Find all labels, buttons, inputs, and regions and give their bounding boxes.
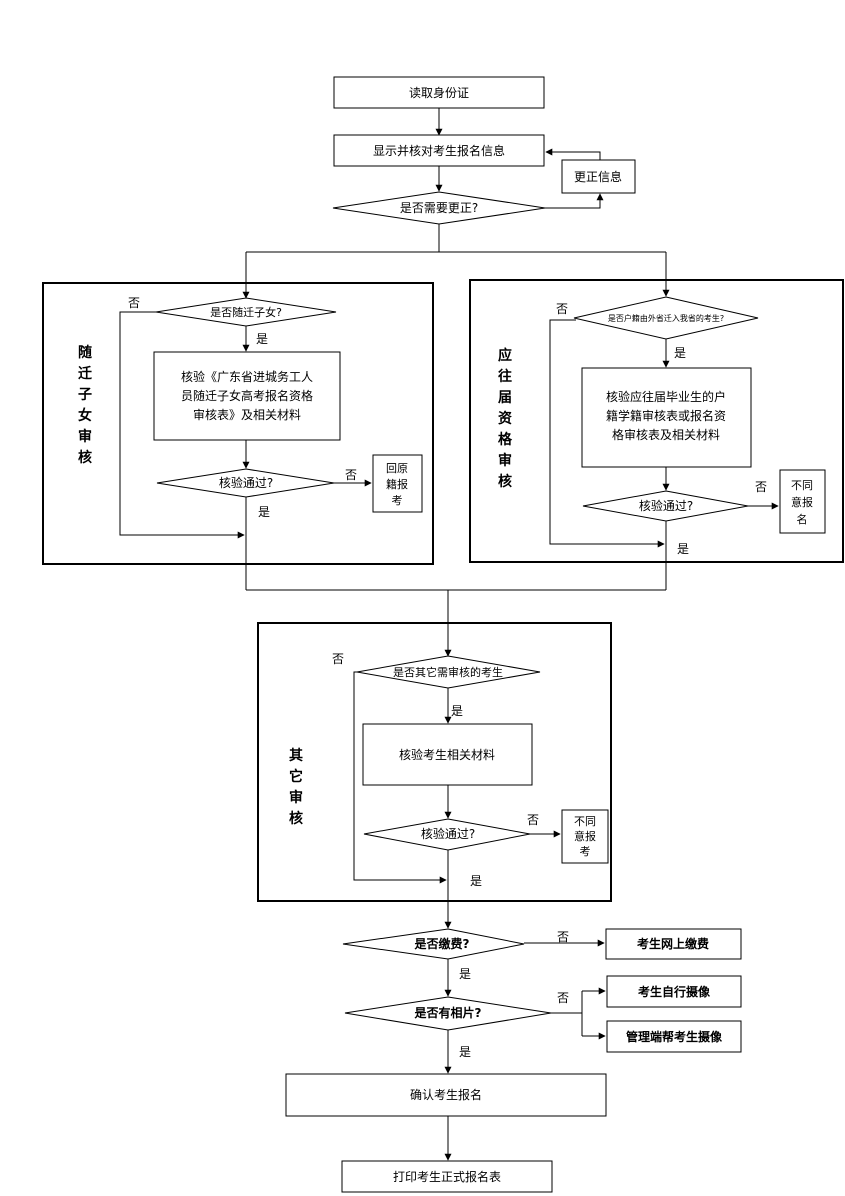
group-other-review-title: 其 它 审 核 <box>289 748 303 827</box>
label-yes: 是 <box>258 505 270 519</box>
group-title-char: 女 <box>78 407 92 424</box>
label-no: 否 <box>557 930 569 944</box>
decision-verify-pass-3-label: 核验通过? <box>421 826 475 841</box>
decision-is-paid <box>342 928 525 960</box>
group-title-char: 其 <box>289 748 303 764</box>
node-verify-other <box>362 723 533 786</box>
node-verify-grad-line: 籍学籍审核表或报名资 <box>606 408 726 423</box>
label-no: 否 <box>128 296 140 310</box>
label-yes: 是 <box>451 704 463 718</box>
label-yes: 是 <box>256 332 268 346</box>
node-staff-photo <box>606 1020 742 1053</box>
node-disagree-1-line: 意报 <box>791 495 813 509</box>
node-self-photo-label: 考生自行摄像 <box>638 984 711 999</box>
node-return-origin <box>372 454 423 513</box>
label-yes: 是 <box>674 346 686 360</box>
node-correct-info <box>561 159 636 194</box>
node-verify-migrant <box>153 351 341 441</box>
node-disagree-2 <box>561 809 609 864</box>
node-online-pay-label: 考生网上缴费 <box>637 936 709 951</box>
group-title-char: 应 <box>498 347 512 364</box>
decision-need-correct <box>332 191 546 225</box>
group-title-char: 随 <box>78 344 92 361</box>
node-verify-migrant-line: 员随迁子女高考报名资格 <box>181 388 313 403</box>
label-yes: 是 <box>459 1045 471 1059</box>
node-verify-other-label: 核验考生相关材料 <box>399 747 495 762</box>
group-title-char: 届 <box>498 390 512 406</box>
group-title-char: 核 <box>78 449 92 466</box>
label-yes: 是 <box>470 874 482 888</box>
node-print-form <box>341 1160 553 1193</box>
label-no: 否 <box>755 480 767 494</box>
group-migrant-review <box>42 282 434 565</box>
node-verify-migrant-line: 核验《广东省进城务工人 <box>181 369 313 384</box>
node-return-origin-line: 考 <box>392 494 403 507</box>
decision-verify-pass-2-label: 核验通过? <box>639 498 693 513</box>
decision-is-other-review-label: 是否其它需审核的考生 <box>393 665 503 679</box>
node-confirm-label: 确认考生报名 <box>410 1087 482 1102</box>
label-yes: 是 <box>677 542 689 556</box>
group-title-char: 审 <box>498 452 512 469</box>
group-title-char: 核 <box>498 473 512 490</box>
decision-is-migrant-child-label: 是否随迁子女? <box>210 305 282 319</box>
node-return-origin-line: 回原 <box>386 462 408 475</box>
node-read-id-label: 读取身份证 <box>409 85 469 100</box>
node-read-id <box>333 76 545 109</box>
decision-verify-pass-1 <box>156 468 335 498</box>
group-title-char: 格 <box>498 431 513 448</box>
node-disagree-2-line: 不同 <box>574 815 596 828</box>
node-show-verify-label: 显示并核对考生报名信息 <box>373 143 505 158</box>
group-eligibility-review-title: 应 往 届 资 格 审 核 <box>498 347 513 490</box>
node-show-verify <box>333 134 545 167</box>
group-title-char: 子 <box>78 387 92 403</box>
node-verify-migrant-line: 审核表》及相关材料 <box>193 407 301 422</box>
group-title-char: 资 <box>498 410 512 427</box>
group-title-char: 迁 <box>78 365 92 382</box>
decision-verify-pass-3 <box>363 818 531 851</box>
label-yes: 是 <box>459 967 471 981</box>
decision-is-paid-label: 是否缴费? <box>414 936 470 951</box>
node-online-pay <box>605 928 742 960</box>
node-verify-grad-line: 核验应往届毕业生的户 <box>606 389 726 404</box>
node-print-form-label: 打印考生正式报名表 <box>393 1169 501 1184</box>
group-title-char: 审 <box>289 789 303 806</box>
decision-has-photo <box>344 996 552 1031</box>
decision-has-photo-label: 是否有相片? <box>414 1005 482 1020</box>
edges <box>119 108 779 1161</box>
label-no: 否 <box>556 302 568 316</box>
group-migrant-review-title: 随 迁 子 女 审 核 <box>78 344 92 466</box>
label-no: 否 <box>527 813 539 827</box>
node-return-origin-line: 籍报 <box>386 477 408 491</box>
group-title-char: 往 <box>498 368 512 385</box>
node-self-photo <box>606 975 742 1008</box>
group-title-char: 核 <box>289 810 303 827</box>
node-disagree-2-line: 意报 <box>574 829 596 843</box>
decision-verify-pass-2 <box>582 490 749 522</box>
node-disagree-1-line: 名 <box>797 512 808 526</box>
decision-is-hukou-moved <box>573 296 759 340</box>
node-confirm <box>285 1073 607 1117</box>
decision-need-correct-label: 是否需要更正? <box>400 201 478 215</box>
group-title-char: 它 <box>289 768 303 785</box>
label-no: 否 <box>345 468 357 482</box>
node-verify-grad <box>581 367 752 468</box>
node-disagree-1 <box>779 469 826 534</box>
decision-is-other-review <box>356 655 541 689</box>
group-eligibility-review <box>469 279 844 563</box>
decision-is-migrant-child <box>155 297 337 327</box>
group-title-char: 审 <box>78 428 92 445</box>
decision-verify-pass-1-label: 核验通过? <box>219 475 273 490</box>
node-verify-grad-line: 格审核表及相关材料 <box>612 427 720 442</box>
node-disagree-2-line: 考 <box>580 845 591 858</box>
group-other-review <box>257 622 612 902</box>
node-staff-photo-label: 管理端帮考生摄像 <box>626 1029 723 1044</box>
label-no: 否 <box>332 652 344 666</box>
decision-is-hukou-moved-label: 是否户籍由外省迁入我省的考生? <box>608 313 724 323</box>
label-no: 否 <box>557 991 569 1005</box>
node-correct-info-label: 更正信息 <box>574 169 622 184</box>
node-disagree-1-line: 不同 <box>791 479 813 492</box>
